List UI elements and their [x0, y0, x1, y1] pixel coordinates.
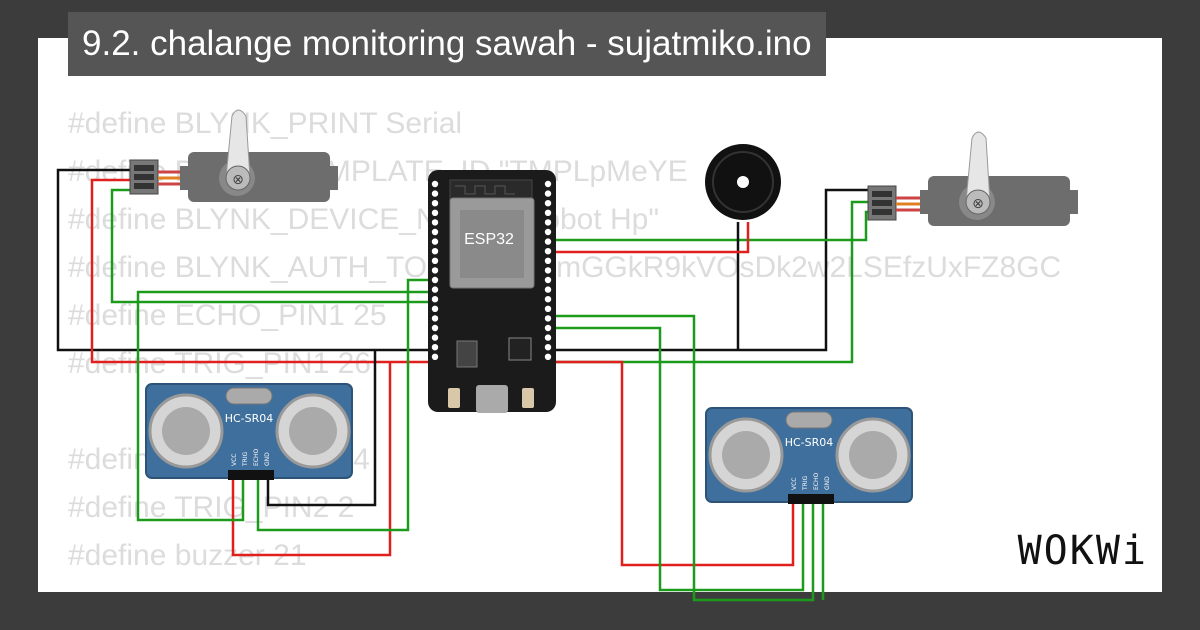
esp32-pin: [544, 219, 552, 226]
code-line: #define BLYNK_PRINT Serial: [68, 107, 463, 140]
esp32-pin: [544, 267, 552, 274]
pin-label-trig: TRIG: [802, 475, 809, 491]
svg-text:⊗: ⊗: [232, 172, 244, 188]
esp32-pin: [431, 324, 439, 332]
esp32-pin: [431, 238, 439, 245]
code-line: #define TRIG_PIN2 2: [68, 491, 355, 524]
esp32-pin: [544, 344, 552, 351]
esp32-pin: [544, 190, 552, 197]
esp32-pin: [431, 305, 439, 312]
wire-green: [136, 290, 435, 522]
servo-motor-right[interactable]: ⊗: [867, 131, 1078, 226]
esp32-pin: [431, 219, 439, 226]
esp32-pin: [431, 200, 439, 207]
esp32-pin: [544, 305, 552, 312]
esp32-pin: [544, 353, 552, 360]
esp32-pin: [431, 344, 439, 351]
esp32-pin: [431, 257, 439, 264]
esp32-pin: [544, 200, 552, 207]
wire-black: [548, 188, 870, 352]
code-line: #define TRIG_PIN1 26: [68, 347, 371, 380]
wire-green: [256, 278, 435, 532]
esp32-pin: [431, 286, 439, 293]
esp32-pin: [544, 238, 552, 245]
esp32-pin: [431, 276, 439, 284]
esp32-pin: [544, 334, 552, 341]
esp32-pin: [431, 315, 439, 322]
pin-label-gnd: GND: [824, 476, 831, 490]
pin-label-vcc: VCC: [791, 478, 798, 490]
esp32-pin: [544, 276, 552, 284]
wire-green: [548, 210, 870, 242]
svg-text:⊗: ⊗: [972, 196, 984, 212]
esp32-pin: [431, 180, 439, 188]
wire-red: [231, 362, 392, 557]
esp32-pin: [544, 228, 552, 236]
esp32-pin: [544, 296, 552, 303]
esp32-pin: [431, 353, 439, 360]
buzzer[interactable]: [705, 144, 781, 220]
esp32-pin: [544, 257, 552, 264]
esp32-pin: [431, 209, 439, 216]
ultrasonic-sensor-1[interactable]: HC-SR04 VCC TRIG ECHO GND: [145, 383, 353, 480]
esp32-pin: [544, 248, 552, 255]
pin-label-vcc: VCC: [231, 454, 238, 466]
code-background: #define BLYNK_PRINT Serial #define BLYNK…: [68, 100, 1138, 600]
pin-label-trig: TRIG: [242, 451, 249, 467]
esp32-pin: [544, 324, 552, 332]
wire-black: [266, 350, 377, 507]
wire-red: [90, 178, 435, 364]
sensor1-label: HC-SR04: [225, 412, 274, 425]
esp32-pin: [431, 296, 439, 303]
pin-label-echo: ECHO: [253, 449, 260, 466]
ultrasonic-sensor-2[interactable]: HC-SR04 VCC TRIG ECHO GND: [705, 407, 913, 504]
wire-green: [110, 188, 435, 304]
esp32-label: ESP32: [464, 231, 514, 248]
wire-green: [548, 314, 815, 602]
esp32-pin: [544, 315, 552, 322]
esp32-pin: [431, 248, 439, 255]
esp32-board[interactable]: ESP32: [428, 170, 556, 413]
wokwi-logo: WOKWi: [1017, 528, 1148, 574]
wire-green: [548, 200, 870, 364]
sensor2-label: HC-SR04: [785, 436, 834, 449]
esp32-pin: [431, 190, 439, 197]
esp32-pin: [544, 209, 552, 216]
wire-red: [548, 222, 750, 254]
esp32-pin: [431, 228, 439, 236]
page-title: 9.2. chalange monitoring sawah - sujatmi…: [68, 12, 826, 76]
esp32-pin: [431, 267, 439, 274]
pin-label-gnd: GND: [264, 452, 271, 466]
pin-label-echo: ECHO: [813, 473, 820, 490]
code-line: #define ECHO_PIN1 25: [68, 299, 387, 332]
wire-green: [548, 326, 805, 592]
esp32-pin: [431, 334, 439, 341]
wire-red: [548, 360, 795, 567]
esp32-pins-left: [431, 180, 439, 360]
wire-black: [56, 168, 435, 352]
esp32-pin: [544, 286, 552, 293]
esp32-pins-right: [544, 180, 552, 360]
esp32-pin: [544, 180, 552, 188]
servo-motor-left[interactable]: ⊗: [129, 109, 338, 202]
